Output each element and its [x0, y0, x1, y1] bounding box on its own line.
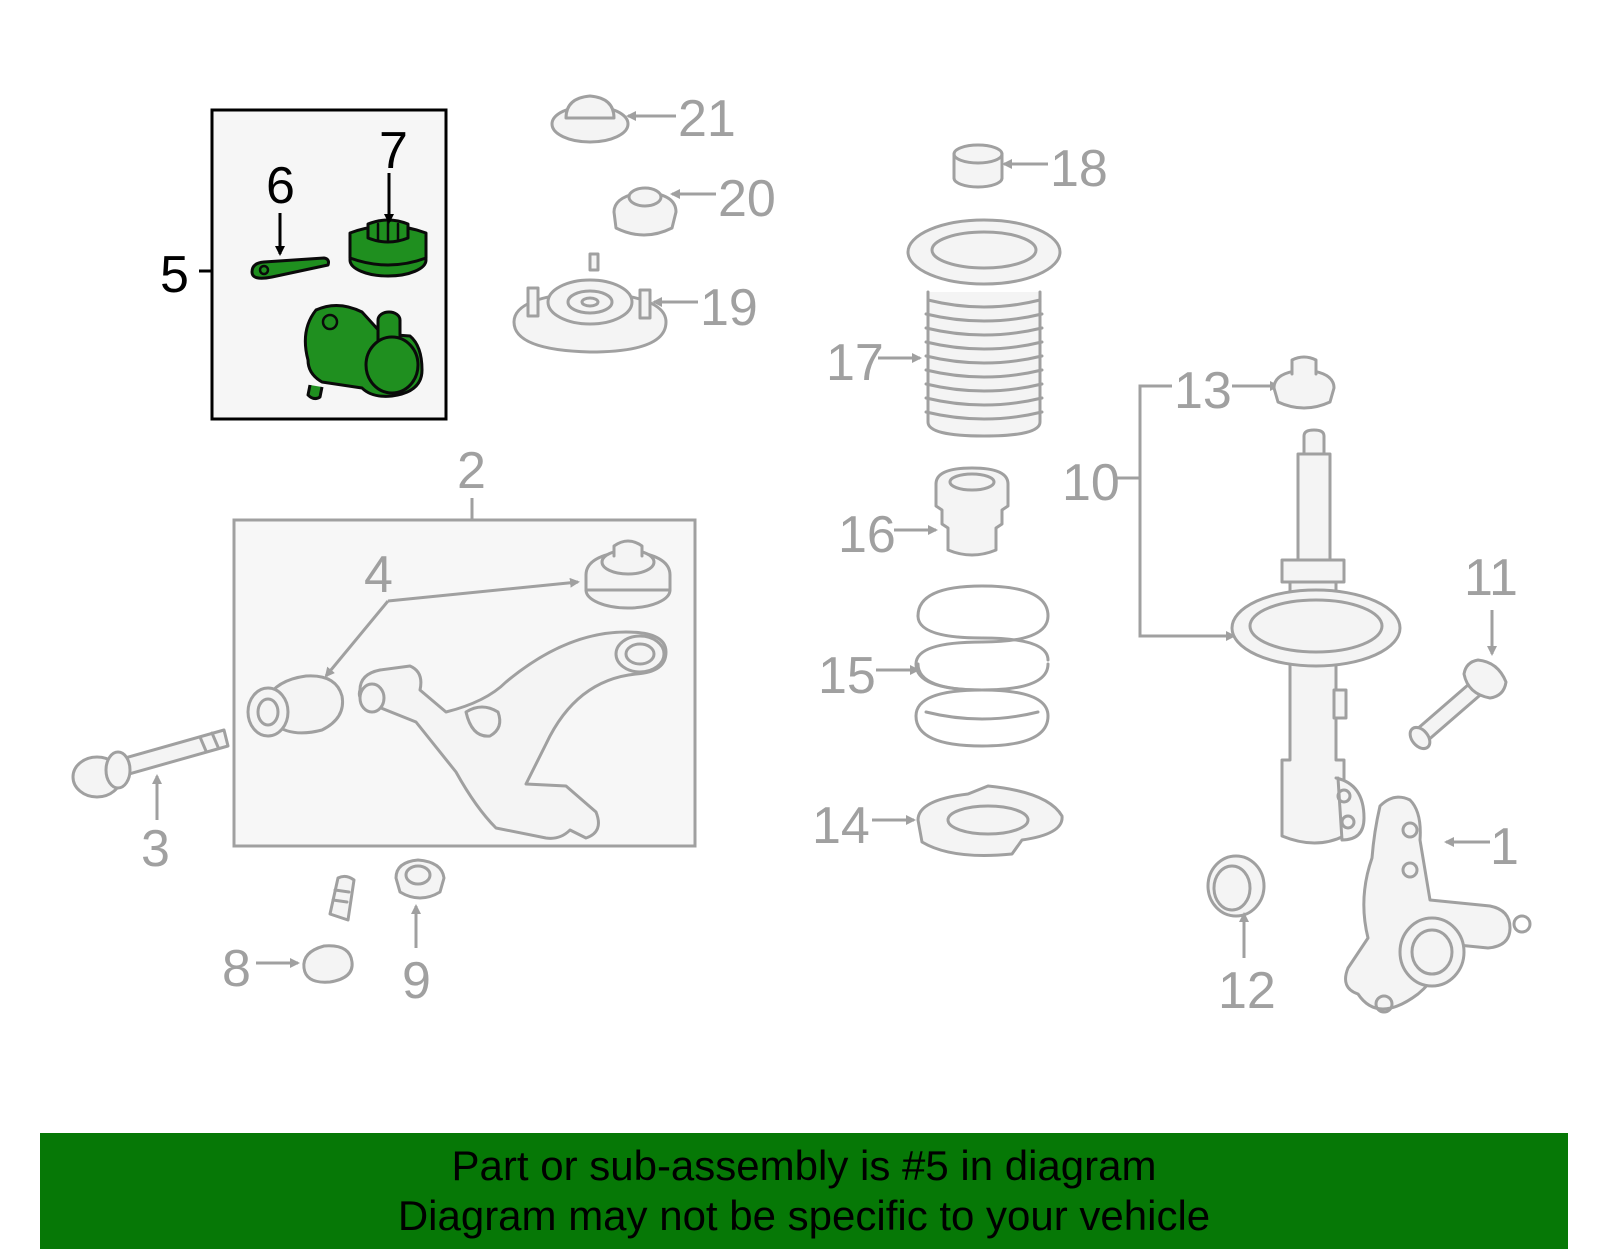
- cotter-pin-part-6[interactable]: [250, 256, 330, 280]
- callout-16: 16: [838, 506, 896, 564]
- callout-19: 19: [700, 279, 758, 337]
- callout-2: 2: [457, 442, 486, 500]
- bolt-part-11[interactable]: [1406, 658, 1508, 752]
- strut-part-10[interactable]: [1230, 428, 1402, 845]
- dust-boot-part-17[interactable]: [906, 218, 1062, 438]
- nut-part-12[interactable]: [1206, 854, 1266, 918]
- strut-mount-part-19[interactable]: [512, 252, 668, 354]
- banner-line-1: Part or sub-assembly is #5 in diagram: [451, 1142, 1157, 1189]
- lower-control-arm-group[interactable]: 4: [232, 498, 697, 848]
- callout-21: 21: [678, 90, 736, 148]
- info-banner: Part or sub-assembly is #5 in diagram Di…: [40, 1133, 1568, 1249]
- part-5-group[interactable]: 6 7: [199, 108, 448, 421]
- banner-line-2: Diagram may not be specific to your vehi…: [397, 1192, 1211, 1239]
- callout-14: 14: [812, 797, 870, 855]
- callout-8: 8: [222, 940, 251, 998]
- nut-part-20[interactable]: [612, 186, 678, 237]
- nut-part-13[interactable]: [1272, 355, 1336, 410]
- callout-18: 18: [1050, 140, 1108, 198]
- callout-6: 6: [266, 157, 295, 215]
- callout-11: 11: [1464, 549, 1518, 607]
- steering-knuckle-part-1[interactable]: [1344, 795, 1532, 1014]
- callout-7: 7: [379, 122, 408, 180]
- cap-part-21[interactable]: [550, 94, 630, 144]
- callout-3: 3: [141, 820, 170, 878]
- bolt-part-8[interactable]: [302, 874, 356, 984]
- bump-stop-part-16[interactable]: [934, 466, 1010, 557]
- bushing-part-18[interactable]: [952, 143, 1004, 189]
- part-10-bracket: [1138, 384, 1236, 641]
- bushing-part-4-rear[interactable]: [584, 539, 672, 610]
- callout-17: 17: [826, 334, 884, 392]
- ball-joint-part-5[interactable]: [303, 304, 424, 401]
- nut-part-9[interactable]: [394, 858, 446, 900]
- callout-9: 9: [402, 952, 431, 1010]
- callout-10: 10: [1062, 454, 1120, 512]
- part-4-leader: [387, 577, 580, 603]
- bolt-part-3[interactable]: [71, 728, 230, 799]
- castle-nut-part-7[interactable]: [348, 218, 428, 278]
- callout-1: 1: [1490, 818, 1519, 876]
- spring-seat-part-14[interactable]: [916, 784, 1064, 857]
- callout-12: 12: [1218, 962, 1276, 1020]
- bushing-part-4-front[interactable]: [246, 674, 345, 738]
- part-4-leader-2: [324, 600, 390, 678]
- callout-20: 20: [718, 170, 776, 228]
- callout-13: 13: [1174, 362, 1232, 420]
- callout-15: 15: [818, 647, 876, 705]
- callout-4: 4: [364, 546, 393, 604]
- coil-spring-part-15[interactable]: [914, 584, 1050, 748]
- callout-5: 5: [160, 246, 189, 304]
